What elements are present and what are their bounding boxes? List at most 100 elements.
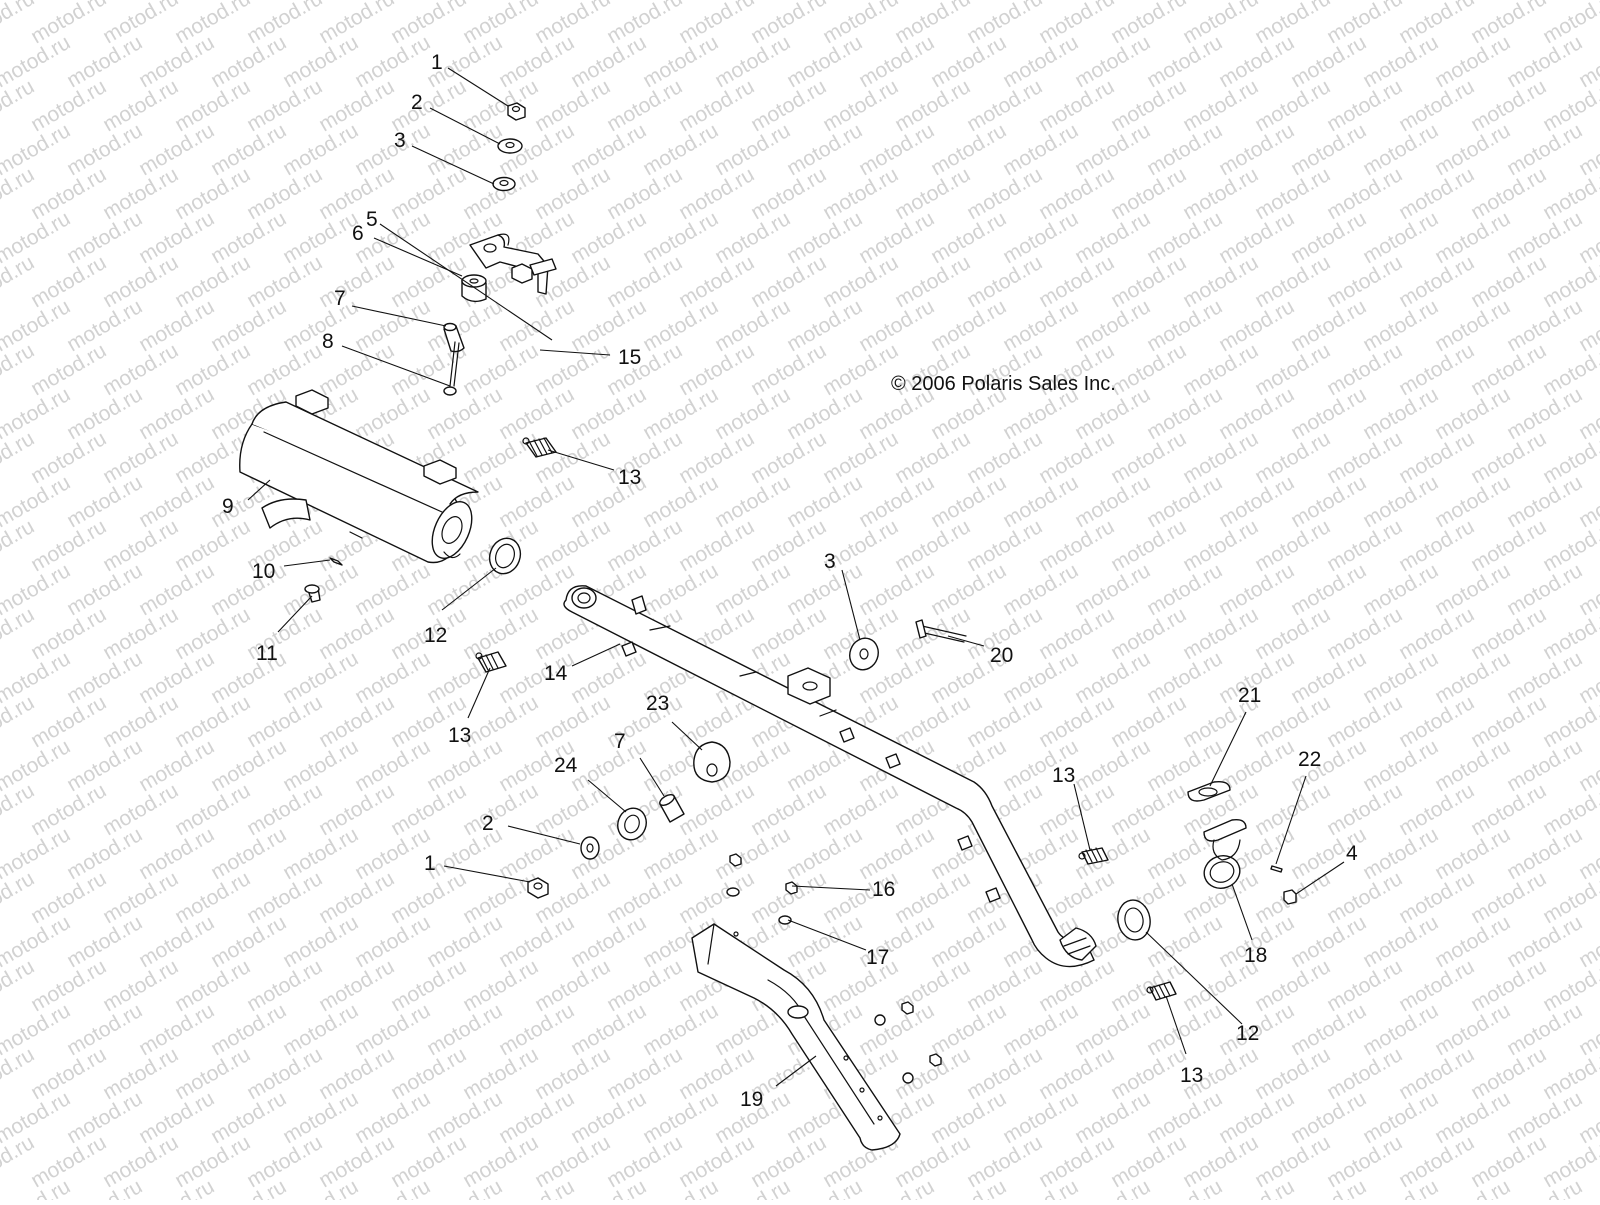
watermark-text: motod.ru xyxy=(747,603,830,664)
watermark-text: motod.ru xyxy=(171,603,254,664)
watermark-text: motod.ru xyxy=(711,823,794,884)
watermark-text: motod.ru xyxy=(387,0,470,48)
watermark-text: motod.ru xyxy=(855,559,938,620)
watermark-text: motod.ru xyxy=(1071,559,1154,620)
watermark-text: motod.ru xyxy=(1251,691,1334,752)
watermark-text: motod.ru xyxy=(1251,1131,1334,1192)
callout-15: 15 xyxy=(618,346,641,369)
watermark-text: motod.ru xyxy=(63,647,146,708)
watermark-text: motod.ru xyxy=(567,383,650,444)
watermark-text: motod.ru xyxy=(279,823,362,884)
callout-5: 5 xyxy=(366,208,378,231)
watermark-text: motod.ru xyxy=(171,1131,254,1192)
watermark-text: motod.ru xyxy=(135,119,218,180)
watermark-text: motod.ru xyxy=(315,779,398,840)
watermark-text: motod.ru xyxy=(531,515,614,576)
washer-mid-2 xyxy=(580,836,600,860)
watermark-text: motod.ru xyxy=(1035,0,1118,48)
watermark-text: motod.ru xyxy=(423,911,506,972)
watermark-text: motod.ru xyxy=(1323,0,1406,48)
watermark-text: motod.ru xyxy=(531,163,614,224)
watermark-text: motod.ru xyxy=(351,295,434,356)
watermark-text: motod.ru xyxy=(1107,251,1190,312)
watermark-text: motod.ru xyxy=(1251,603,1334,664)
watermark-text: motod.ru xyxy=(1395,0,1478,48)
watermark-text: motod.ru xyxy=(1359,471,1442,532)
watermark-text: motod.ru xyxy=(1431,295,1514,356)
watermark-text: motod.ru xyxy=(459,691,542,752)
watermark-text: motod.ru xyxy=(1287,119,1370,180)
watermark-text: motod.ru xyxy=(1107,339,1190,400)
watermark-text: motod.ru xyxy=(639,119,722,180)
watermark-text: motod.ru xyxy=(1287,295,1370,356)
watermark-text: motod.ru xyxy=(1323,251,1406,312)
watermark-text: motod.ru xyxy=(207,999,290,1060)
watermark-text: motod.ru xyxy=(63,471,146,532)
watermark-text: motod.ru xyxy=(207,119,290,180)
watermark-text: motod.ru xyxy=(927,471,1010,532)
watermark-text: motod.ru xyxy=(747,1131,830,1192)
watermark-text: motod.ru xyxy=(1467,0,1550,48)
watermark-text: motod.ru xyxy=(1143,295,1226,356)
watermark-text: motod.ru xyxy=(891,867,974,928)
watermark-text: motod.ru xyxy=(1503,647,1586,708)
watermark-text: motod.ru xyxy=(783,383,866,444)
watermark-text: motod.ru xyxy=(1251,251,1334,312)
watermark-text: motod.ru xyxy=(963,75,1046,136)
watermark-text: motod.ru xyxy=(135,471,218,532)
watermark-text: motod.ru xyxy=(1251,75,1334,136)
nut-mid xyxy=(527,877,549,899)
watermark-text: motod.ru xyxy=(99,955,182,1016)
watermark-text: motod.ru xyxy=(135,647,218,708)
watermark-text: motod.ru xyxy=(1071,735,1154,796)
watermark-text: motod.ru xyxy=(243,779,326,840)
watermark-text: motod.ru xyxy=(495,823,578,884)
watermark-text: motod.ru xyxy=(279,647,362,708)
watermark-text: motod.ru xyxy=(1071,999,1154,1060)
watermark-text: motod.ru xyxy=(891,75,974,136)
watermark-text: motod.ru xyxy=(1071,295,1154,356)
watermark-text: motod.ru xyxy=(1431,31,1514,92)
watermark-text: motod.ru xyxy=(63,559,146,620)
watermark-text: motod.ru xyxy=(1431,471,1514,532)
watermark-text: motod.ru xyxy=(1467,867,1550,928)
watermark-text: motod.ru xyxy=(1071,471,1154,532)
watermark-text: motod.ru xyxy=(567,119,650,180)
callout-24: 24 xyxy=(554,754,578,777)
watermark-text: motod.ru xyxy=(1071,119,1154,180)
watermark-text: motod.ru xyxy=(891,1131,974,1192)
watermark-text: motod.ru xyxy=(99,251,182,312)
watermark-text: motod.ru xyxy=(639,471,722,532)
watermark-text: motod.ru xyxy=(1287,823,1370,884)
bracket xyxy=(469,233,549,295)
watermark-text: motod.ru xyxy=(891,163,974,224)
watermark-text: motod.ru xyxy=(1107,0,1190,48)
watermark-text: motod.ru xyxy=(171,867,254,928)
watermark-text: motod.ru xyxy=(279,559,362,620)
watermark-text: motod.ru xyxy=(1107,691,1190,752)
watermark-text: motod.ru xyxy=(1431,999,1514,1060)
watermark-text: motod.ru xyxy=(387,75,470,136)
watermark-text: motod.ru xyxy=(63,823,146,884)
watermark-text: motod.ru xyxy=(711,207,794,268)
watermark-text: motod.ru xyxy=(1359,823,1442,884)
callout-1-top: 1 xyxy=(431,51,443,74)
watermark-text: motod.ru xyxy=(891,515,974,576)
watermark-text: motod.ru xyxy=(135,559,218,620)
watermark-text: motod.ru xyxy=(1431,1087,1514,1148)
watermark-text: motod.ru xyxy=(1179,515,1262,576)
callout-8: 8 xyxy=(322,330,334,353)
watermark-text: motod.ru xyxy=(1503,383,1586,444)
watermark-text: motod.ru xyxy=(675,163,758,224)
watermark-text: motod.ru xyxy=(243,0,326,48)
watermark-text: motod.ru xyxy=(819,163,902,224)
sleeve-mid xyxy=(659,794,685,823)
watermark-text: motod.ru xyxy=(1287,559,1370,620)
watermark-text: motod.ru xyxy=(1179,251,1262,312)
watermark-text: motod.ru xyxy=(1251,1043,1334,1104)
watermark-text: motod.ru xyxy=(171,251,254,312)
watermark-text: motod.ru xyxy=(63,999,146,1060)
watermark-text: motod.ru xyxy=(639,207,722,268)
callout-2-mid: 2 xyxy=(482,812,494,835)
watermark-text: motod.ru xyxy=(207,1087,290,1148)
